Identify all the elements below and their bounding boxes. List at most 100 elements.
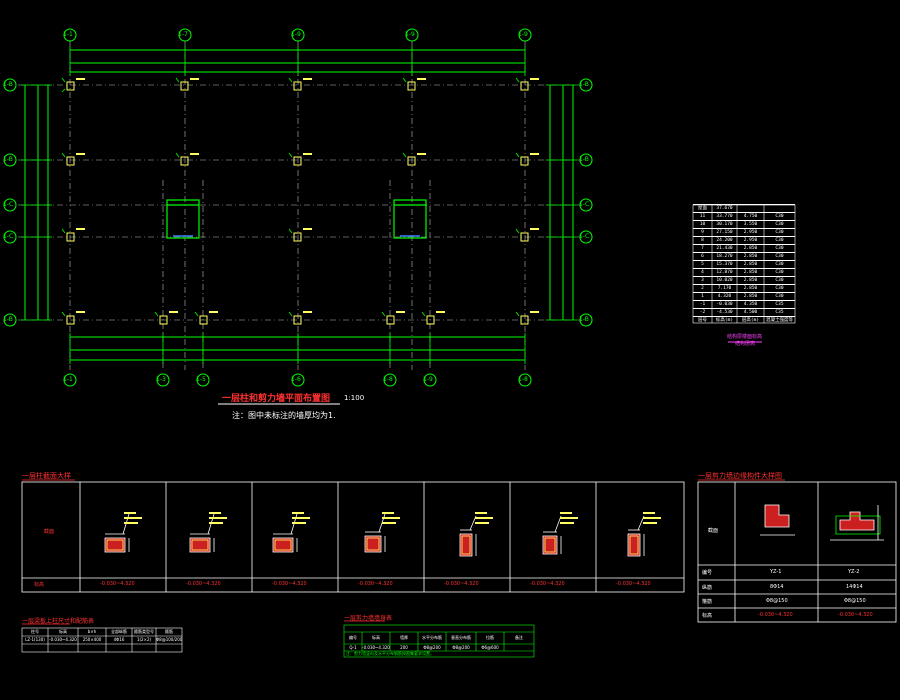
column-sections xyxy=(104,513,645,557)
axis-label-right-5: 1-B xyxy=(579,316,589,323)
wall-yz2-stirrup: Φ8@150 xyxy=(844,598,866,604)
wall-table-cell: 200 xyxy=(400,645,408,650)
plan-note: 注：图中未标注的墙厚均为1. xyxy=(232,411,336,420)
column-elevation-5: -0.030~4.320 xyxy=(444,581,479,587)
elevation-table-cell: 27.150 xyxy=(716,230,733,235)
elevation-table-row: 8 24.200 2.950 C30 xyxy=(693,236,795,244)
elevation-table-cell: 11 xyxy=(699,214,706,219)
elevation-table-cell: 21.430 xyxy=(716,246,733,251)
axis-label-left-2: 1-B xyxy=(3,156,13,163)
column-table-header: 标高 xyxy=(59,629,67,634)
elevation-table-cell: 3 xyxy=(701,278,704,283)
column-elevation-4: -0.030~4.320 xyxy=(358,581,393,587)
wall-table-grid xyxy=(343,624,535,658)
wall-sections xyxy=(760,504,884,541)
axis-label-top-3: 1-9 xyxy=(291,31,301,38)
wall-row-label-number: 编号 xyxy=(702,570,713,576)
wall-table-cell: -0.030~4.320 xyxy=(362,645,390,650)
column-elevation-1: -0.030~4.320 xyxy=(100,581,135,587)
elevation-table-row: 层号 标高(m) 层高(m) 混凝土强度等级 xyxy=(693,316,795,324)
elevation-table-cell: -2 xyxy=(699,310,706,315)
elevation-table-cell: 标高(m) xyxy=(715,318,734,323)
wall-row-label-elevation: 标高 xyxy=(702,613,713,619)
elevation-table-cell: 2.850 xyxy=(743,270,758,275)
column-elevation-6: -0.030~4.320 xyxy=(530,581,565,587)
elevation-table-cell: -4.530 xyxy=(716,310,733,315)
axis-label-left-4: 1-C xyxy=(3,233,14,240)
elevation-table-cell: C30 xyxy=(775,278,784,283)
wall-row-label-stirrup: 箍筋 xyxy=(702,599,713,605)
elevation-table-cell: C30 xyxy=(775,230,784,235)
wall-yz1-elevation: -0.030~4.320 xyxy=(758,612,793,618)
elevation-table-cell: C30 xyxy=(775,214,784,219)
wall-table-cell: Φ8@200 xyxy=(452,645,470,650)
wall-table-cell xyxy=(504,644,534,651)
wall-table-title: 一层剪力墙墙身表 xyxy=(344,615,393,622)
axis-label-right-2: 1-B xyxy=(579,156,589,163)
column-table-header: 柱号 xyxy=(31,629,39,634)
column-table-cell: Φ8@100/200 xyxy=(156,637,182,642)
wall-yz2-elevation: -0.030~4.320 xyxy=(838,612,873,618)
wall-table-cell: Q-1 xyxy=(349,645,357,650)
elevation-table-cell: 混凝土强度等级 xyxy=(766,318,793,323)
column-table-cell: 1(2×2) xyxy=(136,637,152,642)
elevation-table-cell: C30 xyxy=(775,262,784,267)
column-table-header: 箍筋类型号 xyxy=(134,629,154,634)
elevation-table-cell xyxy=(764,205,795,212)
wall-yz2-rebar: 14Φ14 xyxy=(846,584,863,590)
elevation-table-cell: 24.200 xyxy=(716,238,733,243)
axis-label-bottom-4: 1-6 xyxy=(291,376,301,383)
axis-label-left-5: 1-B xyxy=(3,316,13,323)
wall-yz1-number: YZ-1 xyxy=(770,569,782,575)
elevation-table-cell: 2.950 xyxy=(743,238,758,243)
elevation-table-cell: C35 xyxy=(775,302,784,307)
elevation-table-cell: 2.850 xyxy=(743,246,758,251)
elevation-table-cell: 2.850 xyxy=(743,262,758,267)
elevation-table-cell: 3.550 xyxy=(743,222,758,227)
column-elevation-3: -0.030~4.320 xyxy=(272,581,307,587)
elevation-table-cell: 4.350 xyxy=(743,302,758,307)
column-table-title: 一层梁板上柱尺寸和配筋表 xyxy=(22,618,95,625)
elevation-table-cell: 10 xyxy=(699,222,706,227)
elevation-table-cell: 33.770 xyxy=(716,214,733,219)
elevation-table-cell: 7.170 xyxy=(717,286,732,291)
elevation-table-cell: 2 xyxy=(701,286,704,291)
axis-label-top-4: 1-9 xyxy=(405,31,415,38)
column-table-header: 箍筋 xyxy=(165,629,173,634)
elevation-table-cell: 2.850 xyxy=(743,278,758,283)
wall-row-label-rebar: 纵筋 xyxy=(702,585,713,591)
axis-label-left-1: 1-B xyxy=(3,81,13,88)
wall-table-header: 垂直分布筋 xyxy=(451,635,471,640)
wall-table-header: 备注 xyxy=(515,635,523,640)
elevation-table-cell: C30 xyxy=(775,238,784,243)
axis-label-top-5: 1-9 xyxy=(518,31,528,38)
elevation-table-cell: 6 xyxy=(701,254,704,259)
wall-yz1-rebar: 8Φ14 xyxy=(770,584,784,590)
elevation-table-cell: 12.870 xyxy=(716,270,733,275)
elevation-table-cell: 8 xyxy=(701,238,704,243)
floor-plan xyxy=(24,49,574,361)
axis-label-bottom-6: 1-9 xyxy=(423,376,433,383)
wall-table-header: 水平分布筋 xyxy=(422,635,442,640)
plan-scale: 1:100 xyxy=(344,394,365,402)
elevation-table-cell: C30 xyxy=(775,286,784,291)
elevation-table-cell: 层号 xyxy=(698,318,707,323)
elevation-table-cell: 10.020 xyxy=(716,278,733,283)
axis-label-left-3: 1-C xyxy=(3,201,14,208)
elevation-table-cell: 37.670 xyxy=(716,206,733,211)
elevation-table-cell: C35 xyxy=(775,310,784,315)
axis-bubbles xyxy=(3,28,593,387)
elevation-table-cell: 2.850 xyxy=(743,286,758,291)
column-table-header: 全部纵筋 xyxy=(111,629,127,634)
elevation-table-cell: 5 xyxy=(701,262,704,267)
wall-section-frame xyxy=(697,481,897,623)
elevation-table-cell: 18.270 xyxy=(716,254,733,259)
elevation-table-row: 3 10.020 2.850 C30 xyxy=(693,276,795,284)
elevation-table-cell: 层高(m) xyxy=(741,318,760,323)
